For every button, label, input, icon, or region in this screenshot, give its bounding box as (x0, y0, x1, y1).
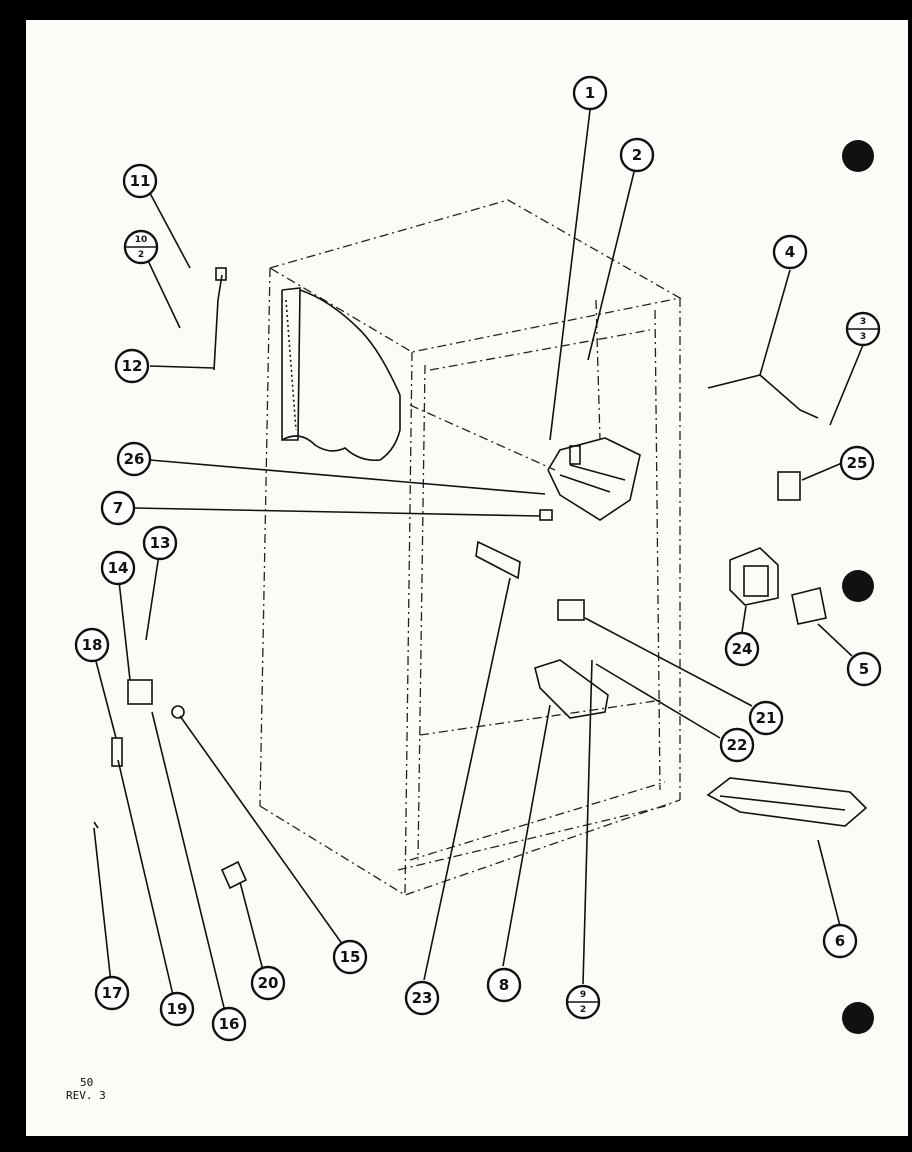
callout-23-label: 23 (412, 989, 433, 1007)
part-7-clip (539, 509, 553, 521)
callout-18-label: 18 (82, 636, 103, 654)
callout-fraction-3-3: 3 3 (845, 311, 881, 347)
binder-hole-middle (842, 570, 874, 602)
callout-25: 25 (839, 445, 875, 481)
callout-19-label: 19 (167, 1000, 188, 1018)
callout-13-label: 13 (150, 534, 171, 552)
footer-page-number: 50 (80, 1076, 94, 1089)
callout-5-label: 5 (859, 660, 869, 678)
callout-8: 8 (486, 967, 522, 1003)
callout-16-label: 16 (219, 1015, 240, 1033)
footer-block: 50 REV. 3 (66, 1076, 106, 1102)
callout-14: 14 (100, 550, 136, 586)
callout-fraction-9-2: 9 2 (565, 984, 601, 1020)
callout-17: 17 (94, 975, 130, 1011)
fraction-10-2-bottom: 2 (138, 250, 144, 260)
callout-26-label: 26 (124, 450, 145, 468)
callout-5: 5 (846, 651, 882, 687)
callout-11-label: 11 (130, 172, 151, 190)
leader-lines (91, 109, 864, 1025)
control-assembly (409, 299, 641, 521)
callout-23: 23 (404, 980, 440, 1016)
part-24-box (729, 547, 779, 606)
callout-12: 12 (114, 348, 150, 384)
callout-21-label: 21 (756, 709, 777, 727)
callout-7-label: 7 (113, 499, 123, 517)
callout-26: 26 (116, 441, 152, 477)
callout-20: 20 (250, 965, 286, 1001)
callout-24: 24 (724, 631, 760, 667)
callout-15-label: 15 (340, 948, 361, 966)
part-23-heater (475, 540, 521, 580)
callout-2: 2 (619, 137, 655, 173)
footer-revision: REV. 3 (66, 1089, 106, 1102)
callout-20-label: 20 (258, 974, 279, 992)
callout-15: 15 (332, 939, 368, 975)
callout-13: 13 (142, 525, 178, 561)
fraction-3-3-top: 3 (860, 317, 866, 327)
fraction-3-3-bottom: 3 (860, 332, 866, 342)
callout-2-label: 2 (632, 146, 642, 164)
callout-6: 6 (822, 923, 858, 959)
callout-22-label: 22 (727, 736, 748, 754)
insulation-cutaway (281, 287, 401, 462)
callout-1-label: 1 (585, 84, 595, 102)
part-12-wire (213, 274, 223, 371)
fraction-9-2-bottom: 2 (580, 1005, 586, 1015)
callout-14-label: 14 (108, 559, 129, 577)
callout-24-label: 24 (732, 640, 753, 658)
callout-4: 4 (772, 234, 808, 270)
part-6-tray (706, 777, 868, 827)
callout-7: 7 (100, 490, 136, 526)
part-21-bracket (557, 599, 585, 621)
lower-hinge-parts (93, 679, 248, 890)
callout-6-label: 6 (835, 932, 845, 950)
fraction-10-2-top: 10 (135, 235, 148, 245)
part-4-rod (707, 374, 819, 419)
part-5-block (791, 587, 827, 625)
callout-4-label: 4 (785, 243, 795, 261)
callout-18: 18 (74, 627, 110, 663)
callout-12-label: 12 (122, 357, 143, 375)
callout-19: 19 (159, 991, 195, 1027)
callout-fraction-10-2: 10 2 (123, 229, 159, 265)
part-25-plate (777, 471, 801, 501)
callout-21: 21 (748, 700, 784, 736)
callout-1: 1 (572, 75, 608, 111)
callout-17-label: 17 (102, 984, 123, 1002)
binder-hole-bottom (842, 1002, 874, 1034)
callout-25-label: 25 (847, 454, 868, 472)
callout-11: 11 (122, 163, 158, 199)
diagram-sheet (26, 20, 908, 1136)
fraction-9-2-top: 9 (580, 990, 586, 1000)
binder-hole-top (842, 140, 874, 172)
callout-16: 16 (211, 1006, 247, 1042)
callout-22: 22 (719, 727, 755, 763)
cabinet-outline (259, 199, 682, 896)
callout-8-label: 8 (499, 976, 509, 994)
part-8-bracket (534, 659, 609, 719)
part-11-hinge (215, 267, 227, 281)
